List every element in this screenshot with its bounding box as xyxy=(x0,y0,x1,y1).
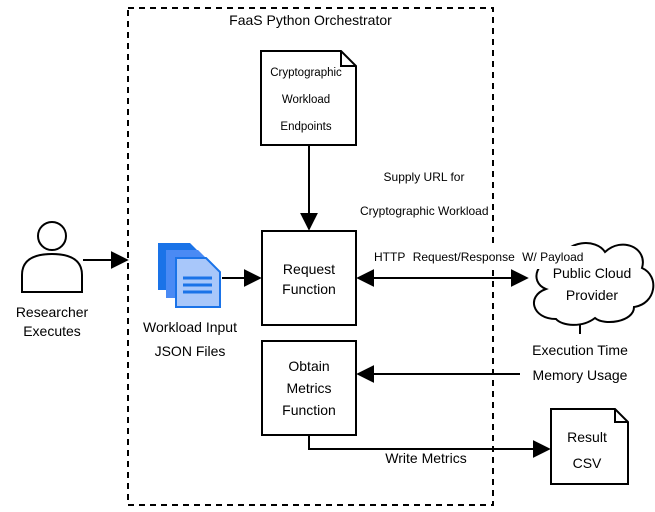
supply-url-label: Supply URL for Cryptographic Workload xyxy=(360,170,489,218)
orchestrator-title: FaaS Python Orchestrator xyxy=(229,12,392,28)
result-document-shape xyxy=(550,408,629,485)
result-csv-label: Result CSV xyxy=(567,429,607,471)
endpoints-document-label: Cryptographic Workload Endpoints xyxy=(270,67,342,133)
request-function-box xyxy=(261,230,357,326)
researcher-actor-icon xyxy=(21,221,83,293)
json-file-icon xyxy=(158,243,221,308)
endpoints-document-shape xyxy=(260,50,357,146)
write-metrics-label: Write Metrics xyxy=(376,450,476,466)
workload-input-label: Workload Input JSON Files xyxy=(143,319,237,359)
researcher-label: Researcher Executes xyxy=(15,304,89,339)
http-request-response-label: HTTP Request/Response W/ Payload xyxy=(372,246,586,269)
request-function-label: Request Function xyxy=(282,261,336,297)
cloud-outputs-label: Execution Time Memory Usage xyxy=(520,338,640,388)
metrics-function-label: Obtain Metrics Function xyxy=(282,358,336,418)
cloud-provider-label: Public Cloud Provider xyxy=(552,265,632,303)
metrics-to-result-arrow xyxy=(308,436,551,458)
metrics-function-box xyxy=(261,340,357,436)
